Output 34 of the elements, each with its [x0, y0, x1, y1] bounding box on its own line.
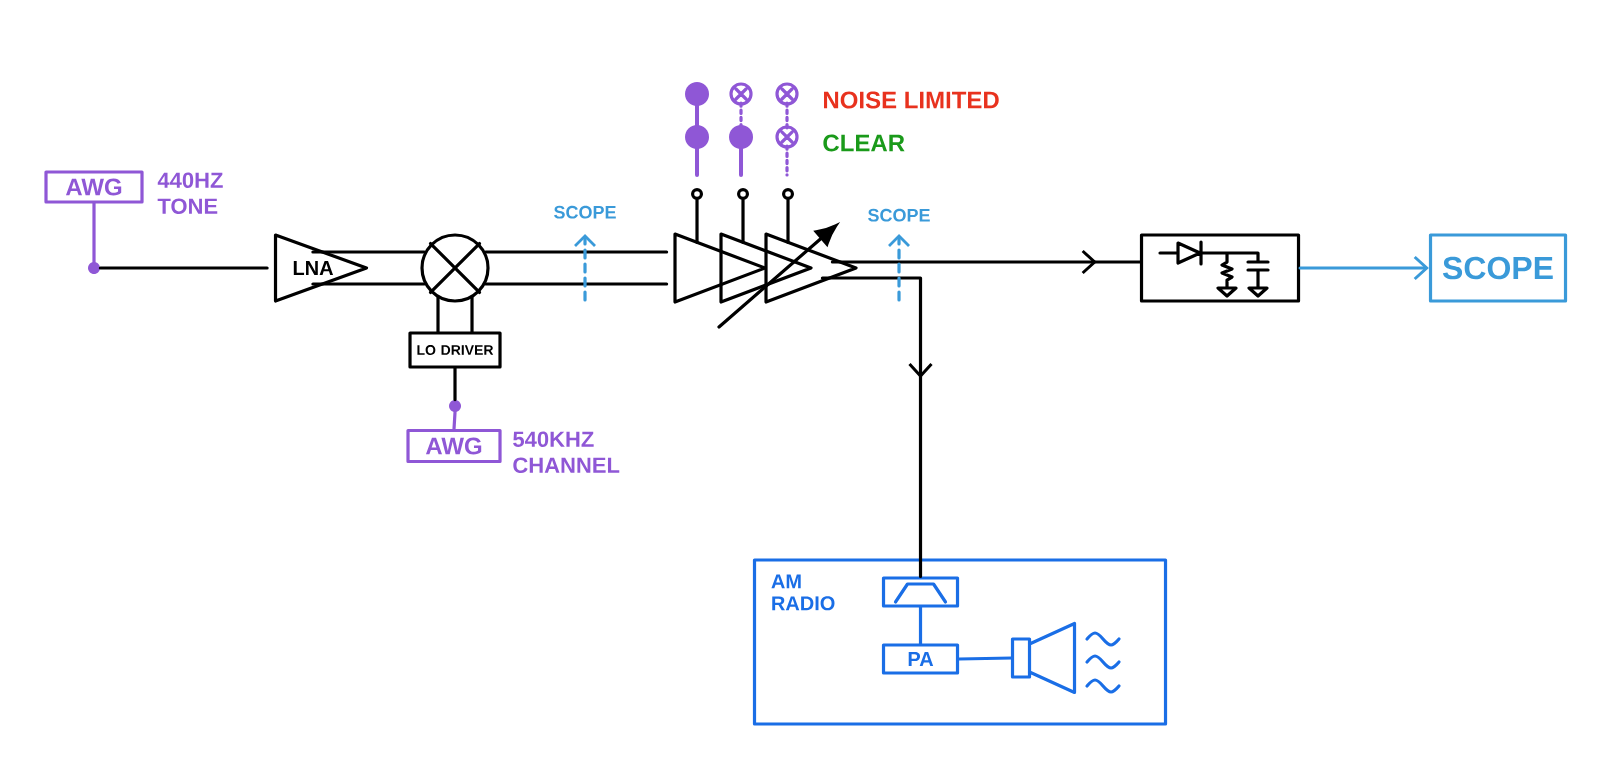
- connector-line: [311, 282, 426, 286]
- filter-box: [881, 576, 960, 608]
- connector-line: [918, 606, 923, 645]
- amplifier-triangle: [673, 188, 767, 304]
- block-box: [1139, 233, 1301, 303]
- frequency-label: 440HZ TONE: [157, 172, 223, 214]
- connector-line: [452, 410, 457, 431]
- probe-label: SCOPE: [868, 208, 930, 222]
- block-box: LO DRIVER: [408, 331, 502, 369]
- connector-line: [484, 250, 669, 254]
- connector-line: [957, 656, 1014, 661]
- connector-line: [436, 296, 440, 333]
- block-box: PA: [881, 643, 960, 675]
- connector-line: [311, 250, 426, 254]
- block-box: SCOPE: [1428, 233, 1568, 303]
- connector-line: [820, 276, 933, 578]
- connector-line: [98, 266, 269, 270]
- state-label: NOISE LIMITED: [824, 91, 999, 109]
- state-label: CLEAR: [823, 134, 905, 152]
- connector-line: [453, 367, 457, 402]
- connector-line: [92, 202, 96, 264]
- connector-line: [1298, 255, 1429, 281]
- speaker-drawing: [1010, 621, 1077, 695]
- amplifier-triangle: [764, 188, 858, 304]
- connector-line: [470, 296, 474, 333]
- amplifier-triangle: [719, 188, 813, 304]
- probe-label: SCOPE: [554, 205, 616, 219]
- connector-line: [830, 249, 1142, 275]
- block-box: AWG: [44, 170, 144, 204]
- connector-line: [484, 282, 669, 286]
- mixer-circle: [420, 233, 490, 303]
- amplifier-triangle: LNA: [273, 233, 369, 303]
- block-box: AWG: [406, 428, 502, 464]
- frequency-label: 540KHZ CHANNEL: [513, 431, 620, 473]
